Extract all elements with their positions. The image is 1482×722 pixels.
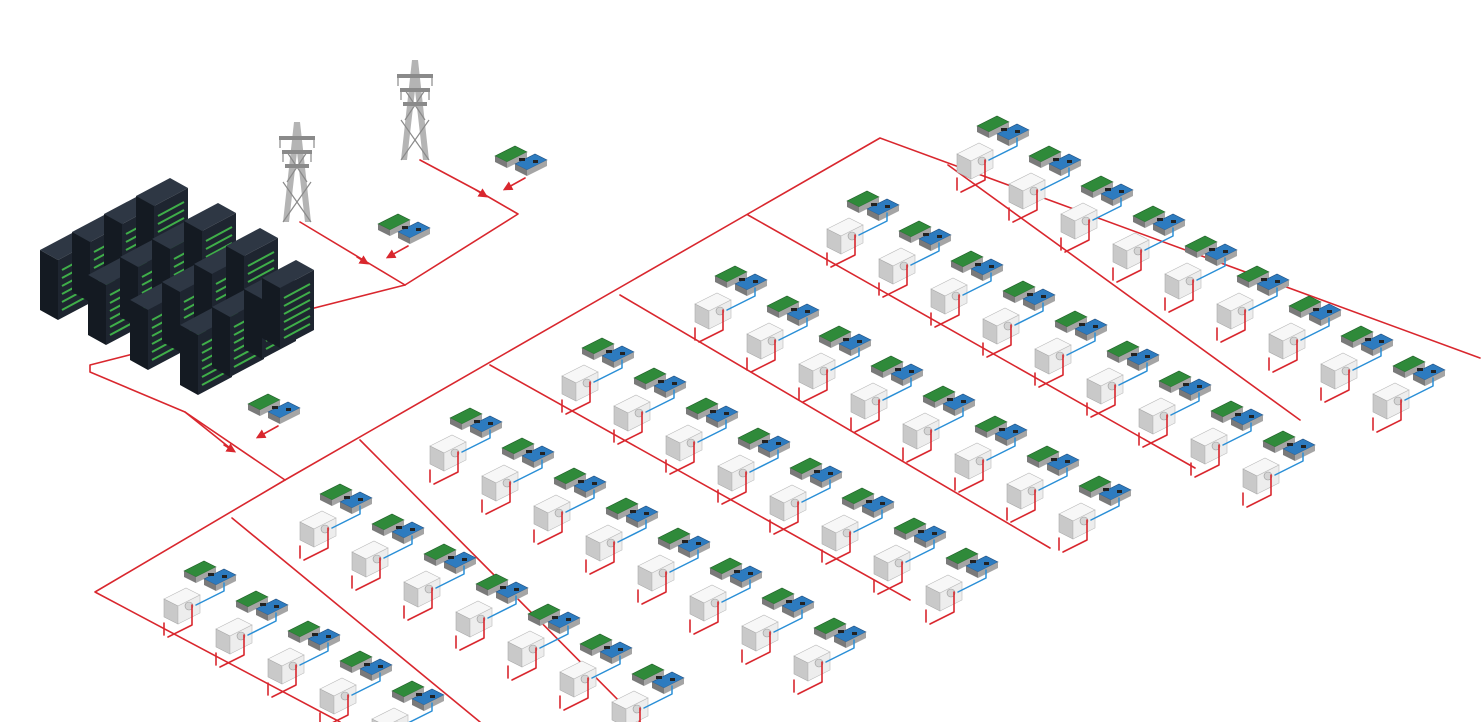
feeder-line [489,364,911,601]
breaker-arrow-icon [475,188,489,198]
meter-module-icon [247,393,301,439]
feeder-line [184,411,231,449]
feeder-line [94,479,341,722]
transmission-tower-icon [396,59,434,161]
feeder-line [231,517,481,722]
generator-unit-icon [320,651,392,722]
generator-unit-icon [612,664,684,722]
generator-unit-icon [1373,356,1445,432]
breaker-arrow-icon [356,255,370,265]
feeder-line [947,164,1301,421]
generator-unit-icon [794,618,866,694]
generator-unit-icon [1243,431,1315,507]
breaker-arrow-icon [223,443,237,453]
meter-module-icon [377,213,431,259]
feeder-line [747,214,1196,469]
feeder-line [619,294,1051,549]
transmission-tower-icon [278,121,316,223]
branch-column [164,561,444,722]
meter-module-icon [494,145,548,191]
server-farm [39,177,315,396]
feeder-meter-modules [247,145,548,439]
generator-unit-icon [926,548,998,624]
generator-unit-icon [372,681,444,722]
generator-unit-icon [1059,476,1131,552]
generator-branches [164,116,1445,722]
feeder-line [404,159,519,286]
transmission-towers [278,59,434,223]
branch-column [562,338,998,624]
branch-column [430,408,866,694]
